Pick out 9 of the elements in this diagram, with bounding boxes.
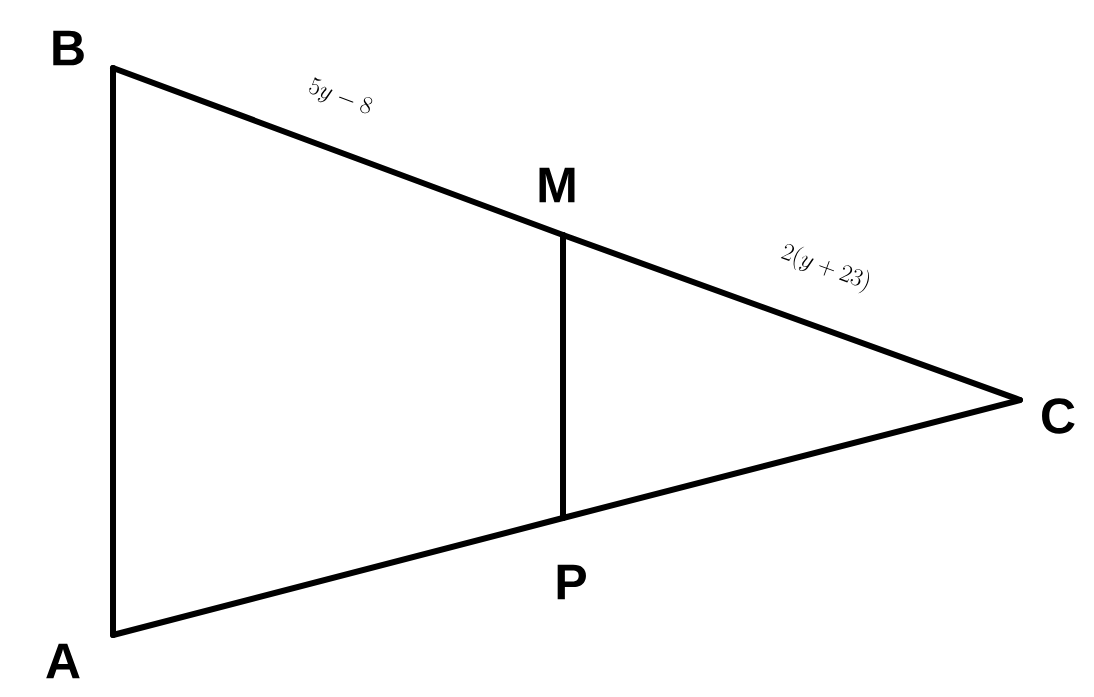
side-length-label: $5y-8$ bbox=[309, 77, 373, 114]
side-length-label: $2(y+23)$ bbox=[780, 243, 869, 294]
vertex-label: P bbox=[557, 564, 586, 600]
vertex-label: B bbox=[53, 30, 84, 66]
triangle-side bbox=[560, 232, 566, 521]
vertex-label: A bbox=[46, 643, 80, 679]
triangle-side bbox=[110, 65, 116, 638]
vertex-label: M bbox=[539, 167, 575, 203]
vertex-label: C bbox=[1042, 398, 1075, 434]
